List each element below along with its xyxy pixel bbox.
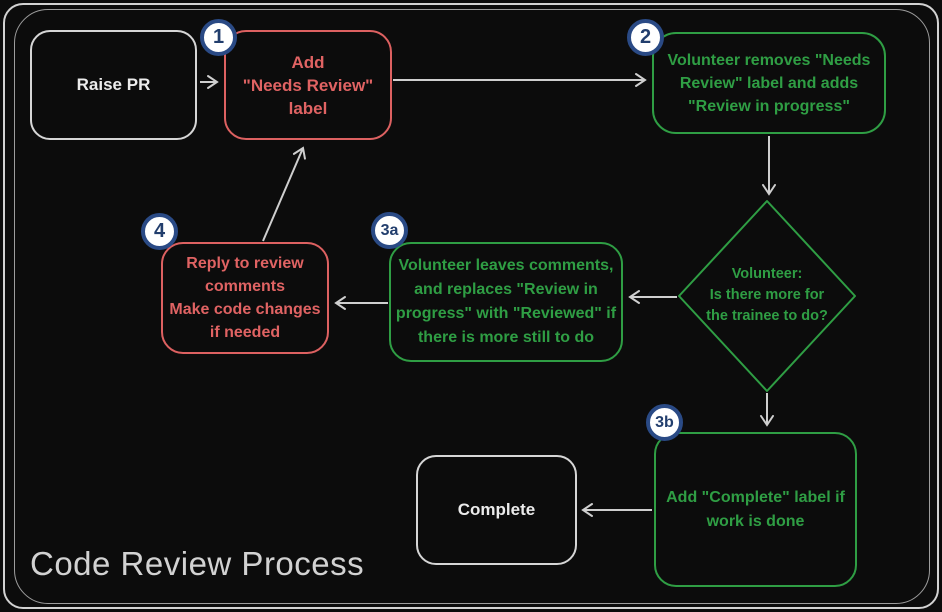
node-raise-pr-label: Raise PR — [76, 75, 151, 94]
diagram-title: Code Review Process — [30, 545, 365, 582]
node-raise-pr: Raise PR — [30, 30, 197, 140]
node-step4-reply-comments: Reply to review comments Make code chang… — [161, 242, 329, 354]
node-step4-label: Reply to review comments Make code chang… — [169, 255, 321, 341]
node-step3a-volunteer-comments: Volunteer leaves comments, and replaces … — [389, 242, 623, 362]
node-step1-label: Add "Needs Review" label — [242, 52, 374, 118]
step-number-badge-3a: 3a — [371, 212, 408, 249]
node-step2-volunteer-removes: Volunteer removes "Needs Review" label a… — [652, 32, 886, 134]
node-step2-label: Volunteer removes "Needs Review" label a… — [667, 51, 871, 115]
node-decision-label: Volunteer: Is there more for the trainee… — [706, 266, 828, 324]
step-number-badge-1: 1 — [200, 19, 237, 56]
node-complete: Complete — [416, 455, 577, 565]
edge-step4-to-step1 — [262, 146, 306, 242]
step-number-badge-4: 4 — [141, 213, 178, 250]
node-step3b-add-complete-label: Add "Complete" label if work is done — [654, 432, 857, 587]
node-step1-add-needs-review: Add "Needs Review" label — [224, 30, 392, 140]
step-number-badge-3b: 3b — [646, 404, 683, 441]
decision-diamond-shape — [678, 200, 856, 392]
node-complete-label: Complete — [457, 500, 536, 519]
node-step3b-label: Add "Complete" label if work is done — [666, 488, 845, 530]
step-number-badge-2: 2 — [627, 19, 664, 56]
node-step3a-label: Volunteer leaves comments, and replaces … — [395, 257, 617, 346]
